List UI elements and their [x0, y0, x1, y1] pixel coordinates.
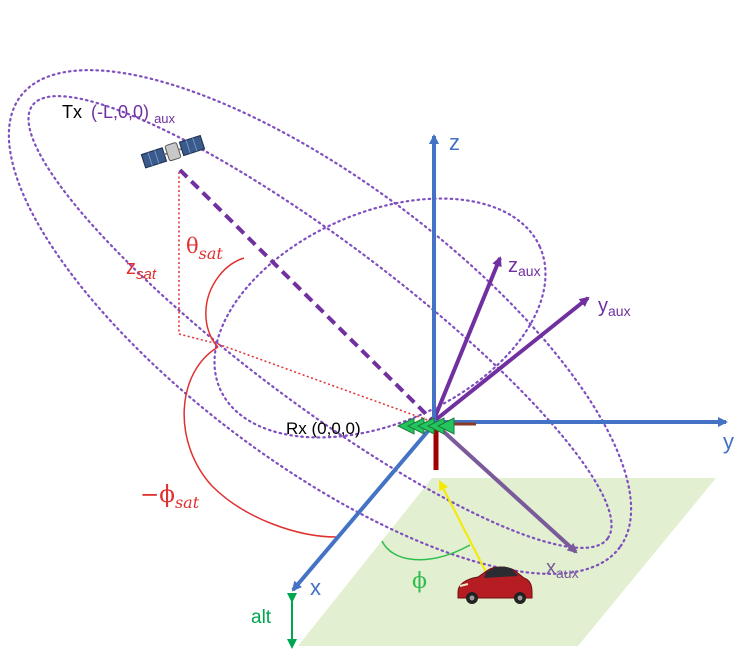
car-icon [457, 566, 533, 604]
y-aux-axis [431, 296, 590, 424]
y-axis-label: y [723, 429, 734, 454]
phi-label: ϕ [412, 569, 427, 594]
antenna-array-icon [396, 417, 455, 435]
z-sat-projection [178, 172, 434, 423]
satellite-icon [140, 134, 206, 169]
small-ellipse [213, 197, 547, 439]
z-axis-label: z [449, 130, 460, 155]
x-axis [291, 422, 436, 592]
y-aux-label: yaux [598, 295, 631, 319]
x-axis-label: x [310, 575, 321, 600]
tx-label: Tx (-L,0,0) aux [62, 102, 176, 126]
phi-sat-arc [183, 346, 337, 538]
phi-arc [381, 540, 471, 561]
middle-ellipse [27, 95, 613, 549]
x-aux-label: xaux [546, 557, 579, 581]
car-direction-vector [439, 480, 491, 581]
theta-sat-arc [205, 257, 245, 348]
x-aux-axis [431, 420, 578, 554]
ground-plane [298, 478, 716, 646]
z-aux-axis [431, 256, 502, 423]
phi-sat-label: −ϕsat [140, 482, 200, 512]
tx-rx-line [178, 168, 434, 422]
big-ellipse [7, 69, 633, 575]
theta-sat-label: θsat [186, 234, 223, 263]
z-aux-label: zaux [508, 255, 541, 279]
rx-label: Rx (0,0,0) [286, 419, 361, 438]
z-sat-label: zsat [126, 257, 157, 283]
alt-label: alt [251, 607, 272, 628]
